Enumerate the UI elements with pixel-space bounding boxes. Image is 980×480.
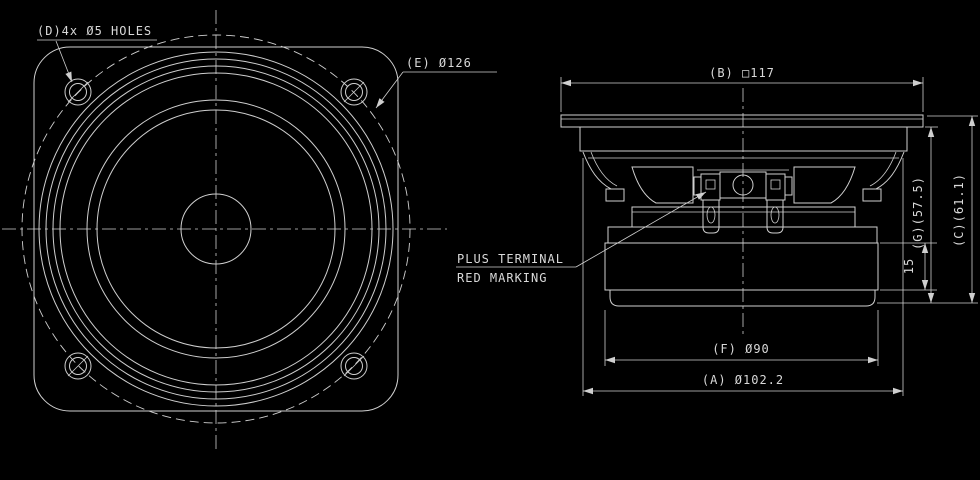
dimension-depth-c: (C)(61.1) (877, 115, 978, 304)
bolt-circle-dashed (21, 34, 411, 424)
bottom-plate (609, 289, 876, 307)
top-plate (607, 226, 878, 244)
basket-foot-left (605, 188, 625, 202)
basket-foot-right (862, 188, 882, 202)
solder-lug-right (766, 200, 784, 234)
hole-outer-circle (340, 352, 368, 380)
solder-lug-left-hole (706, 206, 716, 224)
flange-ring-2 (45, 58, 387, 400)
terminal-tab-right (765, 173, 786, 201)
dimension-width-b: (B) □117 (560, 66, 924, 112)
basket-shell-right-outer (875, 151, 905, 190)
dimension-depth-g: (G)(57.5) (911, 126, 938, 303)
terminal-tab-left (700, 173, 721, 201)
terminal-tab-right-hole (770, 179, 781, 190)
side-view: (B) □117 (C)(61.1) (G)(57.5) 15 (F) (456, 66, 978, 396)
mounting-hole-bottom-right (340, 352, 368, 380)
surround-clamp-ring-inner (59, 72, 373, 386)
width-dim-label: (B) □117 (709, 66, 775, 80)
basket-shell-left-inner (590, 151, 618, 187)
magnet (604, 242, 879, 291)
surround-clamp-ring-outer (52, 65, 380, 393)
frame-band (579, 127, 908, 152)
flange-ring-outer (38, 51, 394, 407)
dimension-frame-dia: (A) Ø102.2 (582, 158, 904, 396)
hole-inner-circle (69, 83, 87, 101)
dimension-magnet-dia: (F) Ø90 (604, 310, 879, 366)
spacer-ring (631, 206, 856, 228)
mounting-hole-bottom-left (64, 352, 92, 380)
terminal-note-line1: PLUS TERMINAL (457, 252, 564, 266)
dimension-magnet-height: 15 (880, 242, 937, 291)
front-view: (D)4x Ø5 HOLES (E) Ø126 (2, 10, 497, 452)
terminal-note: PLUS TERMINAL RED MARKING (456, 191, 707, 285)
frame-dia-label: (A) Ø102.2 (702, 373, 784, 387)
hole-inner-circle (69, 357, 87, 375)
outer-circle-leader-line (375, 71, 404, 109)
hole-slash (67, 81, 89, 103)
hole-outer-circle (64, 78, 92, 106)
terminal-tab-left-hole (705, 179, 716, 190)
holes-leader-line (55, 40, 73, 83)
holes-callout: (D)4x Ø5 HOLES (37, 24, 157, 83)
magnet-height-label: 15 (902, 258, 916, 274)
hole-outer-circle (64, 352, 92, 380)
depth-inner-dim-label: (G)(57.5) (911, 176, 925, 250)
solder-lug-right-hole (770, 206, 780, 224)
terminal-assembly (693, 169, 793, 234)
solder-lug-left (702, 200, 720, 234)
basket-shell-right-inner (869, 151, 897, 187)
dust-cap (180, 193, 252, 265)
surround-inner-ring (86, 99, 346, 359)
outer-circle-callout: (E) Ø126 (375, 56, 497, 109)
terminal-center-hole (732, 174, 754, 196)
hole-slash (343, 355, 365, 377)
terminal-note-line2: RED MARKING (457, 271, 547, 285)
flange-section (560, 114, 924, 128)
magnet-dia-label: (F) Ø90 (712, 342, 770, 356)
basket-window-left (631, 166, 694, 204)
hole-slash (67, 355, 89, 377)
basket-window-right (793, 166, 856, 204)
mounting-hole-top-left (64, 78, 92, 106)
terminal-note-leader (575, 191, 707, 268)
holes-label: (D)4x Ø5 HOLES (37, 24, 152, 38)
hole-slash (343, 81, 365, 103)
gasket-outline (33, 46, 399, 412)
hole-outer-circle (340, 78, 368, 106)
terminal-clip-left (693, 176, 701, 196)
outer-circle-label: (E) Ø126 (406, 56, 472, 70)
cone-edge-ring (96, 109, 336, 349)
mounting-hole-top-right (340, 78, 368, 106)
terminal-clip-right (785, 176, 793, 196)
hole-inner-circle (345, 83, 363, 101)
hole-inner-circle (345, 357, 363, 375)
basket-shell-left-outer (582, 151, 612, 190)
depth-outer-dim-label: (C)(61.1) (952, 173, 966, 247)
